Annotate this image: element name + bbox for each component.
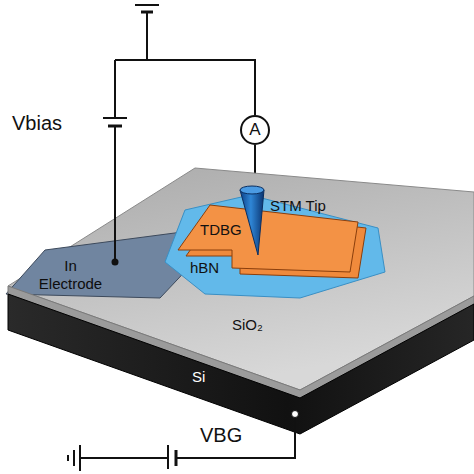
battery-plate xyxy=(103,117,127,119)
node-label: SiO₂ xyxy=(232,316,282,334)
node-outline xyxy=(8,286,474,434)
node-label: Si xyxy=(192,368,222,386)
ground-symbol xyxy=(79,445,81,471)
node-shape xyxy=(8,294,474,434)
ground-symbol xyxy=(67,455,69,461)
wire xyxy=(114,126,116,262)
contact-dot xyxy=(292,411,299,418)
node-shape xyxy=(165,195,385,298)
voltage-label: VBG xyxy=(200,424,242,447)
voltage-label: Vbias xyxy=(12,112,62,135)
diagram-node: STM Tip xyxy=(238,184,330,256)
ground-symbol xyxy=(73,450,75,466)
node-label: TDBG xyxy=(200,221,250,239)
node-shape xyxy=(178,205,358,272)
battery-plate xyxy=(175,450,178,466)
wire xyxy=(146,12,148,60)
contact-dot xyxy=(112,259,119,266)
wire xyxy=(176,414,295,458)
wire xyxy=(114,60,116,118)
battery-plate xyxy=(135,4,159,6)
diagram-node: Si xyxy=(8,286,474,434)
node-label: hBN xyxy=(190,259,226,277)
wires xyxy=(68,5,295,471)
node-label: STM Tip xyxy=(270,197,330,215)
wire xyxy=(115,60,255,115)
node-label: In Electrode xyxy=(33,257,108,293)
node-label: A xyxy=(240,120,270,140)
node-shape xyxy=(241,116,269,144)
wire xyxy=(80,457,168,459)
node-shape xyxy=(240,186,264,194)
node-shape xyxy=(240,190,264,255)
node-outline xyxy=(238,184,330,256)
diagram-node: A xyxy=(240,115,270,145)
